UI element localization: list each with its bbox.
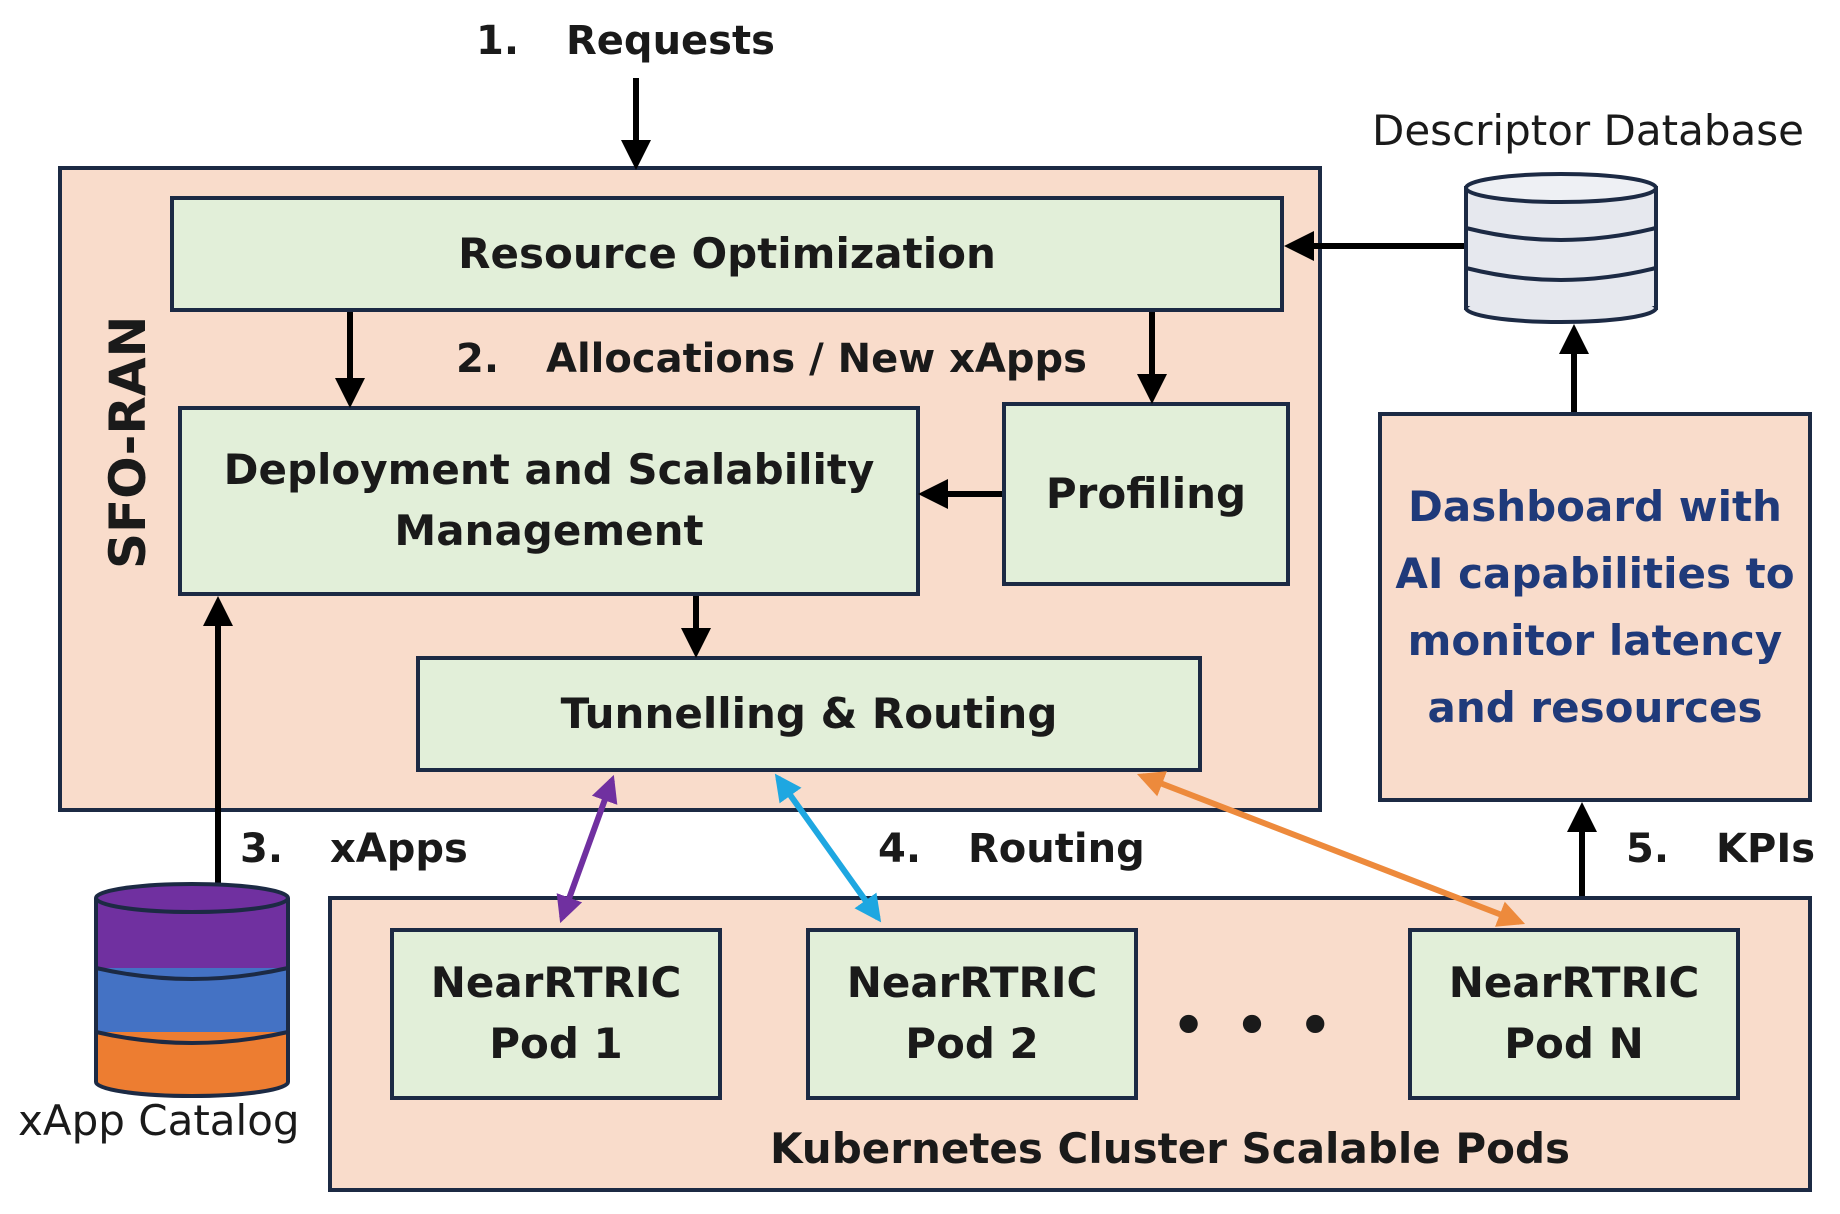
step-5-text: KPIs xyxy=(1716,826,1816,872)
arrow-routing-pod-n xyxy=(1136,771,1526,927)
dashboard-line-2: AI capabilities to xyxy=(1395,548,1795,598)
step-2-number: 2. xyxy=(456,336,500,382)
step-2-label: 2. Allocations / New xApps xyxy=(456,336,1087,382)
pod-1-name: Pod 1 xyxy=(489,1019,623,1068)
database-icon xyxy=(1464,172,1658,324)
step-1-number: 1. xyxy=(476,18,520,64)
step-1-text: Requests xyxy=(566,18,775,64)
deployment-label-line-2: Management xyxy=(394,506,704,555)
step-1-label: 1. Requests xyxy=(476,18,775,64)
profiling-box[interactable]: Profiling xyxy=(1002,402,1290,586)
step-5-label: 5. KPIs xyxy=(1626,826,1815,872)
xapp-catalog-label: xApp Catalog xyxy=(18,1096,300,1145)
deployment-label-line-1: Deployment and Scalability xyxy=(223,445,875,495)
step-4-label: 4. Routing xyxy=(878,826,1145,872)
step-4-text: Routing xyxy=(968,826,1145,872)
pod-ellipsis: • • • xyxy=(1172,996,1338,1056)
resource-optimization-box[interactable]: Resource Optimization xyxy=(170,196,1284,312)
step-3-number: 3. xyxy=(240,826,284,872)
step-2-text: Allocations / New xApps xyxy=(546,336,1087,382)
tunnelling-routing-label: Tunnelling & Routing xyxy=(560,688,1058,738)
pod-n-box[interactable]: NearRTRIC Pod N xyxy=(1408,928,1740,1100)
pod-n-title: NearRTRIC xyxy=(1448,958,1700,1008)
xapp-catalog-icon xyxy=(94,882,290,1098)
pod-1-title: NearRTRIC xyxy=(430,958,682,1008)
step-3-label: 3. xApps xyxy=(240,826,468,872)
cluster-label: Kubernetes Cluster Scalable Pods xyxy=(770,1124,1571,1173)
step-5-number: 5. xyxy=(1626,826,1670,872)
dashboard-box[interactable]: Dashboard with AI capabilities to monito… xyxy=(1378,412,1812,802)
step-3-text: xApps xyxy=(330,826,468,872)
pod-n-name: Pod N xyxy=(1504,1019,1644,1068)
pod-1-box[interactable]: NearRTRIC Pod 1 xyxy=(390,928,722,1100)
pod-2-title: NearRTRIC xyxy=(846,958,1098,1008)
pod-2-name: Pod 2 xyxy=(905,1019,1039,1068)
arrow-routing-pod-2 xyxy=(774,773,882,923)
profiling-label: Profiling xyxy=(1045,468,1247,518)
dashboard-line-4: and resources xyxy=(1427,683,1763,733)
pod-2-box[interactable]: NearRTRIC Pod 2 xyxy=(806,928,1138,1100)
step-4-number: 4. xyxy=(878,826,922,872)
tunnelling-routing-box[interactable]: Tunnelling & Routing xyxy=(416,656,1202,772)
resource-optimization-label: Resource Optimization xyxy=(458,228,996,278)
dashboard-line-1: Dashboard with xyxy=(1408,481,1782,531)
deployment-scalability-box[interactable]: Deployment and Scalability Management xyxy=(178,406,920,596)
arrow-routing-pod-1 xyxy=(556,774,618,924)
dashboard-line-3: monitor latency xyxy=(1407,616,1783,665)
descriptor-database-label: Descriptor Database xyxy=(1372,106,1804,155)
